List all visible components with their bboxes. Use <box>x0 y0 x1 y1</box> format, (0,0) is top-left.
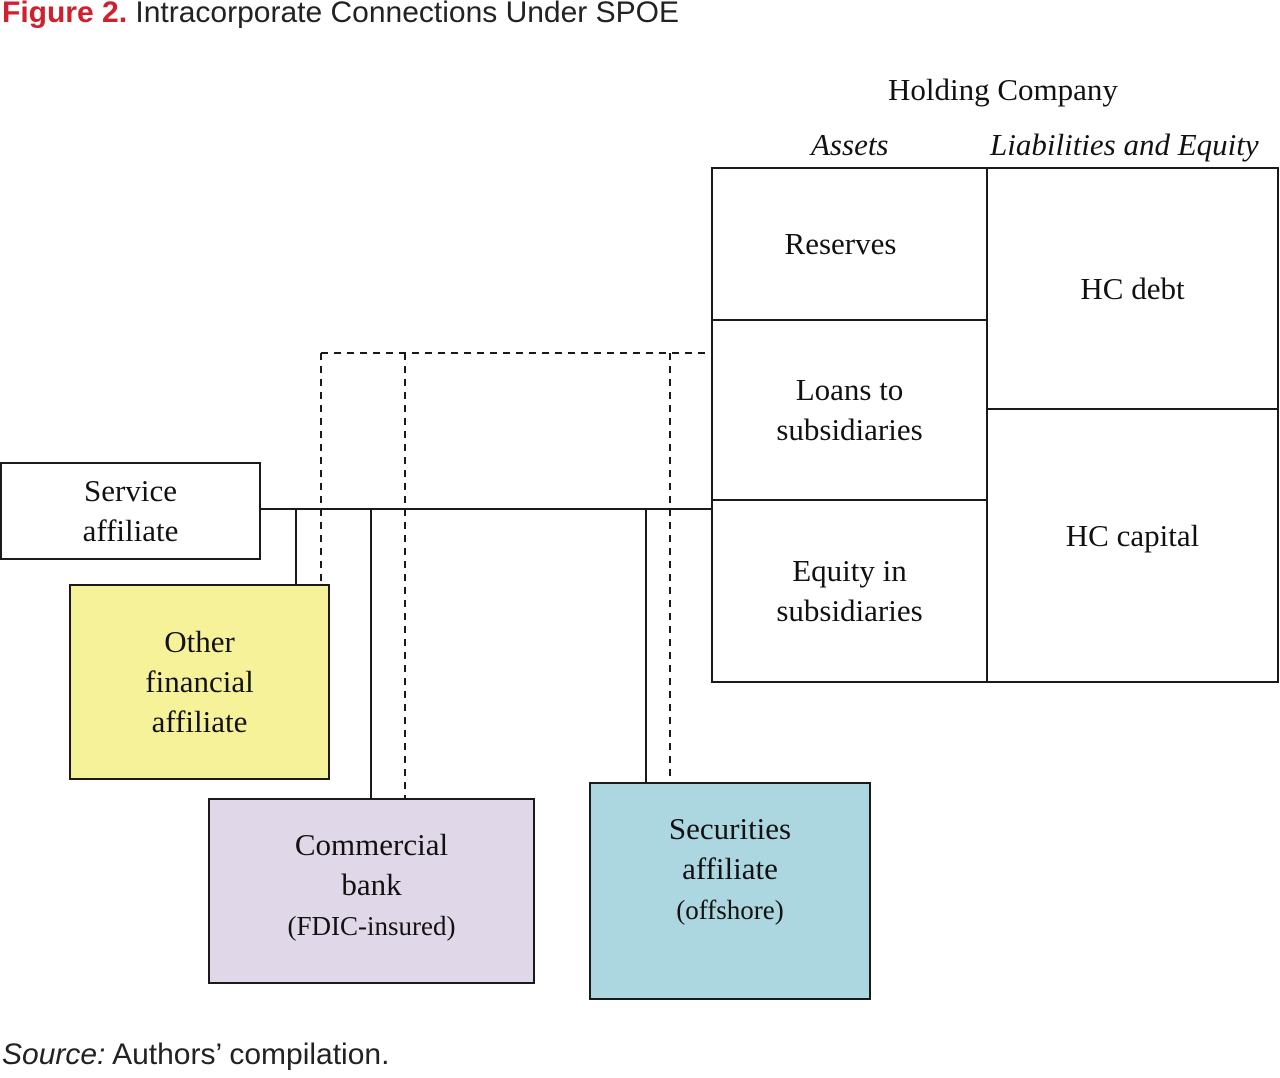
holding-company-title: Holding Company <box>888 72 1118 107</box>
equity-label-line2: subsidiaries <box>776 593 923 628</box>
hc-capital-cell: HC capital <box>988 410 1277 681</box>
figure-number: Figure 2. <box>2 0 128 29</box>
hc-debt-cell: HC debt <box>988 169 1277 410</box>
commercial-bank-box: Commercial bank (FDIC-insured) <box>208 798 535 984</box>
reserves-cell: Reserves <box>713 169 986 321</box>
equity-in-subsidiaries-cell: Equity in subsidiaries <box>713 501 986 681</box>
loans-label-line1: Loans to <box>795 372 904 407</box>
hc-capital-label: HC capital <box>1065 517 1200 553</box>
other-financial-line3: affiliate <box>151 704 248 739</box>
assets-header: Assets <box>811 127 889 162</box>
other-financial-affiliate-box: Other financial affiliate <box>69 584 330 780</box>
service-affiliate-line2: affiliate <box>82 513 179 548</box>
figure-title: Figure 2. Intracorporate Connections Und… <box>2 0 679 30</box>
commercial-bank-line1: Commercial <box>294 827 449 862</box>
securities-affiliate-box: Securities affiliate (offshore) <box>589 782 871 1000</box>
other-financial-line2: financial <box>145 664 254 699</box>
equity-label-line1: Equity in <box>792 553 907 588</box>
commercial-bank-line2: bank <box>341 867 402 902</box>
service-affiliate-line1: Service <box>84 473 177 508</box>
service-affiliate-box: Service affiliate <box>0 462 261 560</box>
loans-to-subsidiaries-cell: Loans to subsidiaries <box>713 321 986 501</box>
hc-debt-label: HC debt <box>1080 270 1185 306</box>
figure-title-text: Intracorporate Connections Under SPOE <box>135 0 679 29</box>
source-prefix: Source: <box>2 1038 106 1071</box>
reserves-label: Reserves <box>784 226 897 261</box>
source-text: Authors’ compilation. <box>105 1038 390 1071</box>
securities-line2: affiliate <box>682 851 778 886</box>
securities-note: (offshore) <box>676 895 784 925</box>
other-financial-line1: Other <box>164 624 235 659</box>
balance-sheet: Reserves Loans to subsidiaries Equity in… <box>711 167 1279 683</box>
balance-sheet-divider <box>986 169 988 681</box>
commercial-bank-note: (FDIC-insured) <box>287 911 456 941</box>
source-note: Source: Authors’ compilation. <box>2 1038 389 1072</box>
securities-line1: Securities <box>668 811 792 846</box>
liabilities-header: Liabilities and Equity <box>990 127 1259 162</box>
loans-label-line2: subsidiaries <box>776 412 923 447</box>
